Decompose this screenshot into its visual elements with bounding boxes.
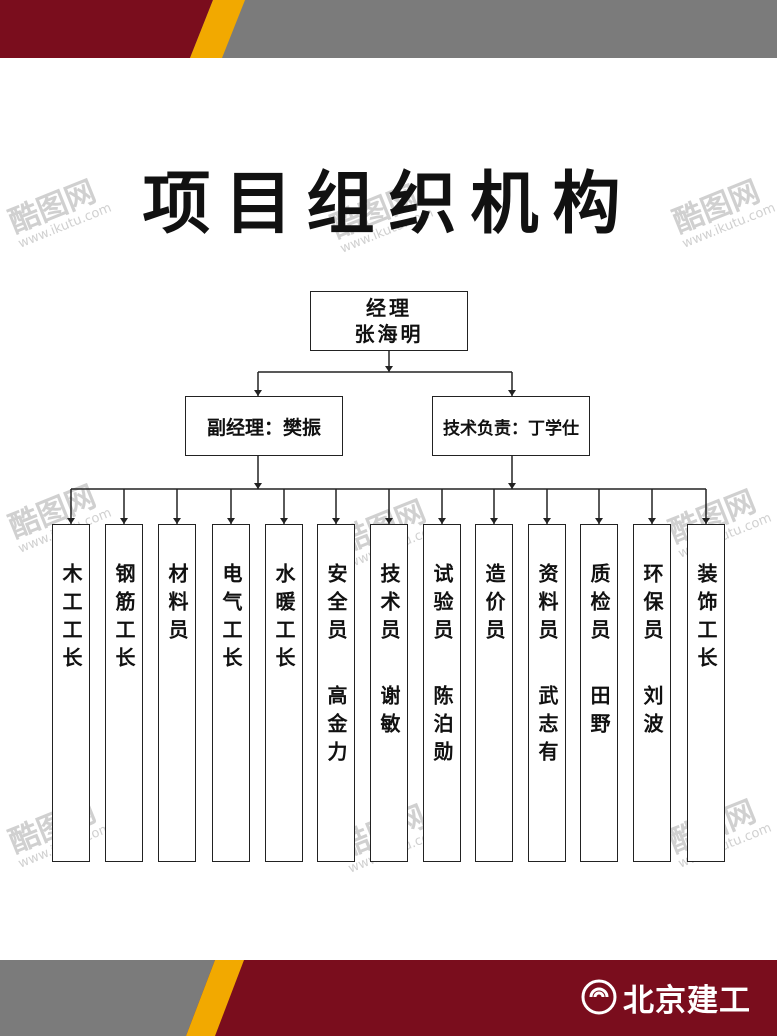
technical-lead-label: 技术负责：丁学仕 — [443, 418, 579, 439]
role-title: 质检员 — [587, 563, 611, 647]
top-banner — [0, 0, 777, 58]
role-box: 装饰工长 — [687, 524, 725, 862]
role-person: 刘波 — [640, 685, 664, 741]
role-title: 装饰工长 — [694, 563, 718, 675]
role-box: 安全员高金力 — [317, 524, 355, 862]
role-person: 田野 — [587, 685, 611, 741]
role-title: 木工工长 — [59, 563, 83, 675]
role-title: 安全员 — [324, 563, 348, 647]
manager-box: 经理 张海明 — [310, 291, 468, 351]
role-box: 质检员田野 — [580, 524, 618, 862]
deputy-manager-box: 副经理：樊振 — [185, 396, 343, 456]
role-box: 木工工长 — [52, 524, 90, 862]
manager-name: 张海明 — [354, 322, 424, 346]
role-box: 水暖工长 — [265, 524, 303, 862]
bottom-banner — [0, 960, 777, 1036]
role-title: 材料员 — [165, 563, 189, 647]
role-title: 试验员 — [430, 563, 454, 647]
role-box: 环保员刘波 — [633, 524, 671, 862]
role-box: 资料员武志有 — [528, 524, 566, 862]
company-logo-icon — [581, 979, 617, 1015]
role-title: 造价员 — [482, 563, 506, 647]
role-title: 环保员 — [640, 563, 664, 647]
manager-title: 经理 — [366, 296, 412, 320]
brand-logo: 北京建工 — [581, 975, 751, 1019]
page-title: 项目组织机构 — [142, 165, 635, 244]
role-box: 试验员陈泊勋 — [423, 524, 461, 862]
role-person: 谢敏 — [377, 685, 401, 741]
role-box: 造价员 — [475, 524, 513, 862]
role-person: 高金力 — [324, 685, 348, 769]
role-box: 技术员谢敏 — [370, 524, 408, 862]
role-title: 技术员 — [377, 563, 401, 647]
role-title: 钢筋工长 — [112, 563, 136, 675]
role-box: 电气工长 — [212, 524, 250, 862]
role-box: 钢筋工长 — [105, 524, 143, 862]
brand-name: 北京建工 — [623, 982, 751, 1019]
role-box: 材料员 — [158, 524, 196, 862]
role-person: 武志有 — [535, 685, 559, 769]
role-title: 水暖工长 — [272, 563, 296, 675]
role-title: 电气工长 — [219, 563, 243, 675]
technical-lead-box: 技术负责：丁学仕 — [432, 396, 590, 456]
deputy-manager-label: 副经理：樊振 — [206, 416, 321, 439]
role-title: 资料员 — [535, 563, 559, 647]
role-person: 陈泊勋 — [430, 685, 454, 769]
